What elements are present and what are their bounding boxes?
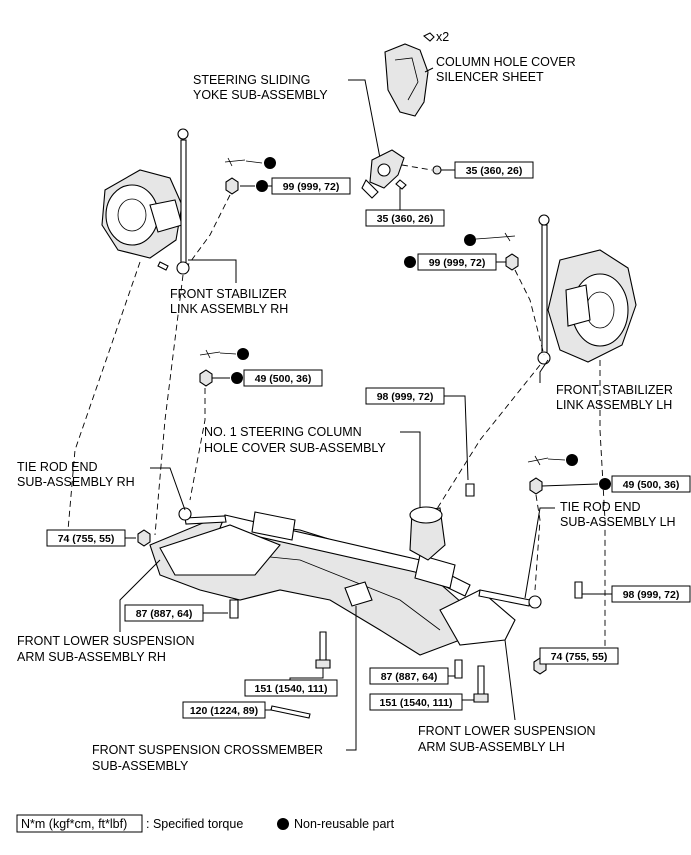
tie-rod-lh-label-line2: SUB-ASSEMBLY LH — [560, 515, 676, 529]
tierod-nut-rh-icon — [199, 369, 213, 387]
crossmember-label-line2: SUB-ASSEMBLY — [92, 759, 189, 773]
steering-column-hole-cover — [409, 506, 446, 561]
rack-bolt-lh-icon — [574, 581, 583, 599]
tierod-nut-lh-icon — [529, 477, 543, 495]
torque-box-cross-rh — [244, 679, 338, 697]
cotter-pin-lh-icon — [489, 232, 516, 242]
lower-arm-rh-label-line1: FRONT LOWER SUSPENSION — [17, 634, 195, 648]
stabilizer-link-rh — [176, 128, 190, 275]
torque-tierod-lh: 49 (500, 36) — [623, 479, 680, 491]
non-reusable-mark-tierod-rh-nut — [231, 372, 243, 384]
torque-box-rack-bolt-lh — [611, 585, 691, 603]
arm-bolt-lh-icon — [454, 659, 463, 679]
torque-box-yoke-nut — [454, 161, 534, 179]
torque-box-cross-lh — [369, 693, 463, 711]
lower-arm-lh-label-line2: ARM SUB-ASSEMBLY LH — [418, 740, 565, 754]
hole-cover-label-line1: NO. 1 STEERING COLUMN — [204, 425, 362, 439]
sliding-yoke-label-line2: YOKE SUB-ASSEMBLY — [193, 88, 328, 102]
tie-rod-rh-label-line2: SUB-ASSEMBLY RH — [17, 475, 135, 489]
lower-arm-lh — [439, 589, 516, 646]
legend-nonreusable-text: Non-reusable part — [294, 817, 395, 831]
legend-torque-box-text: N*m (kgf*cm, ft*lbf) — [21, 817, 127, 831]
stab-nut-lh-icon — [505, 253, 519, 271]
torque-rack-bolt-lh: 98 (999, 72) — [623, 589, 680, 601]
tie-rod-end-lh — [478, 589, 542, 609]
torque-rack-bolt: 98 (999, 72) — [377, 391, 434, 403]
non-reusable-mark-lh-nut — [404, 256, 416, 268]
tie-rod-end-rh — [178, 507, 227, 525]
torque-ball-joint-lh: 74 (755, 55) — [551, 651, 608, 663]
tie-rod-lh-label-line1: TIE ROD END — [560, 500, 641, 514]
yoke-bolt-icon — [395, 179, 407, 190]
non-reusable-mark-tierod-lh-nut — [599, 478, 611, 490]
non-reusable-mark-lh-pin — [464, 234, 476, 246]
torque-ball-joint-rh: 74 (755, 55) — [58, 533, 115, 545]
cotter-pin-icon — [224, 157, 246, 167]
steering-sliding-yoke — [361, 149, 405, 199]
legend: N*m (kgf*cm, ft*lbf) : Specified torque … — [16, 814, 395, 833]
lower-arm-rh-label-line2: ARM SUB-ASSEMBLY RH — [17, 650, 166, 664]
column-hole-cover-label-line2: SILENCER SHEET — [436, 70, 544, 84]
torque-cross-rh: 151 (1540, 111) — [255, 683, 328, 695]
cross-bolt-lh-icon — [473, 665, 489, 703]
quantity-x2-label: x2 — [436, 30, 449, 44]
torque-yoke-nut: 35 (360, 26) — [466, 165, 523, 177]
torque-stab-rh: 99 (999, 72) — [283, 181, 340, 193]
rack-bolt-icon — [465, 483, 475, 497]
ball-joint-nut-rh-icon — [137, 529, 151, 547]
stab-nut-rh-icon — [225, 177, 239, 195]
cotter-pin-rh-tierod-icon — [199, 349, 221, 359]
stab-link-rh-label-line1: FRONT STABILIZER — [170, 287, 287, 301]
torque-box-stab-rh — [271, 177, 351, 195]
tie-rod-rh-label-line1: TIE ROD END — [17, 460, 98, 474]
non-reusable-mark-rh-nut — [256, 180, 268, 192]
steering-knuckle-lh — [547, 249, 637, 363]
torque-stab-lh: 99 (999, 72) — [429, 257, 486, 269]
legend-torque-box — [16, 814, 143, 833]
steering-knuckle-rh — [101, 169, 183, 259]
legend-torque-text: : Specified torque — [146, 817, 243, 831]
cross-bolt-rh-icon — [315, 631, 331, 669]
stab-bolt-rh-icon — [157, 261, 169, 271]
non-reusable-mark-tierod-rh-pin — [237, 348, 249, 360]
torque-cross-lh: 151 (1540, 111) — [380, 697, 453, 709]
torque-box-ball-joint-lh — [539, 647, 619, 665]
stabilizer-link-lh — [537, 214, 551, 365]
lower-arm-lh-label-line1: FRONT LOWER SUSPENSION — [418, 724, 596, 738]
non-reusable-mark-tierod-lh-pin — [566, 454, 578, 466]
torque-box-yoke-bolt — [365, 209, 445, 227]
column-hole-cover-label-line1: COLUMN HOLE COVER — [436, 55, 576, 69]
sliding-yoke-label-line1: STEERING SLIDING — [193, 73, 310, 87]
non-reusable-legend-icon — [277, 818, 289, 830]
cross-rear-bolt-icon — [270, 705, 311, 719]
torque-arm-lh: 87 (887, 64) — [381, 671, 438, 683]
hole-cover-label-line2: HOLE COVER SUB-ASSEMBLY — [204, 441, 386, 455]
steering-gear-rack — [219, 511, 471, 597]
non-reusable-mark-rh-pin — [264, 157, 276, 169]
crossmember-label-line1: FRONT SUSPENSION CROSSMEMBER — [92, 743, 323, 757]
torque-yoke-bolt: 35 (360, 26) — [377, 213, 434, 225]
torque-arm-rh: 87 (887, 64) — [136, 608, 193, 620]
column-hole-cover-silencer-sheet — [384, 43, 429, 117]
yoke-nut-icon — [432, 165, 442, 175]
torque-box-tierod-rh — [243, 369, 323, 387]
stab-link-lh-label-line2: LINK ASSEMBLY LH — [556, 398, 672, 412]
torque-tierod-rh: 49 (500, 36) — [255, 373, 312, 385]
arm-bolt-rh-icon — [229, 599, 239, 619]
stab-link-lh-label-line1: FRONT STABILIZER — [556, 383, 673, 397]
torque-cross-rear: 120 (1224, 89) — [190, 705, 258, 717]
torque-box-tierod-lh — [611, 475, 691, 493]
stab-link-rh-label-line2: LINK ASSEMBLY RH — [170, 302, 288, 316]
cotter-pin-lh-tierod-icon — [527, 455, 549, 466]
lower-arm-rh — [159, 524, 281, 576]
clip-icon — [423, 32, 435, 42]
